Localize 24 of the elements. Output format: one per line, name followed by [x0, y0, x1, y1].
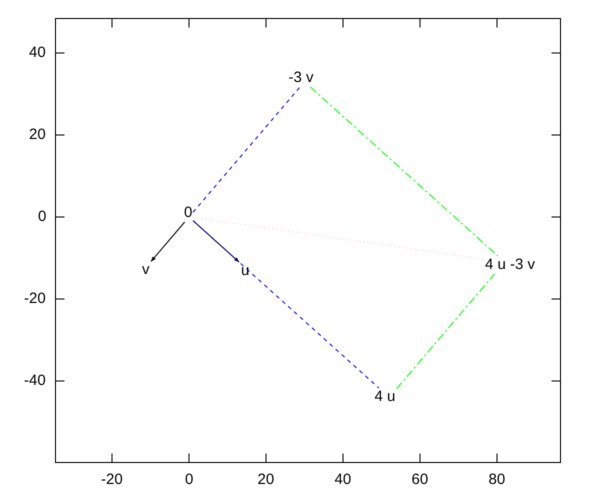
dashed-line [192, 220, 380, 388]
point-label: -3 v [288, 70, 314, 86]
tick-label: -40 [24, 373, 46, 389]
point-label: u [241, 263, 250, 279]
tick-label: 40 [29, 45, 46, 61]
tick-label: 20 [258, 472, 274, 488]
dashed-line [310, 86, 498, 256]
point-label: 0 [184, 205, 192, 221]
dashed-line [396, 274, 495, 390]
tick-label: 20 [29, 127, 46, 143]
tick-label: -20 [101, 472, 123, 488]
vector-arrow [150, 222, 186, 262]
tick-label: 0 [185, 472, 194, 488]
point-label: v [142, 262, 150, 278]
tick-label: 40 [334, 472, 352, 488]
tick-label: 80 [488, 472, 506, 488]
vector-arrow [192, 220, 240, 263]
tick-label: -20 [24, 291, 46, 307]
dashed-line [192, 86, 300, 213]
dashed-line [192, 217, 484, 260]
tick-label: 60 [412, 472, 428, 488]
point-label: 4 u -3 v [485, 257, 536, 273]
point-label: 4 u [374, 389, 396, 405]
tick-label: 0 [38, 209, 46, 225]
